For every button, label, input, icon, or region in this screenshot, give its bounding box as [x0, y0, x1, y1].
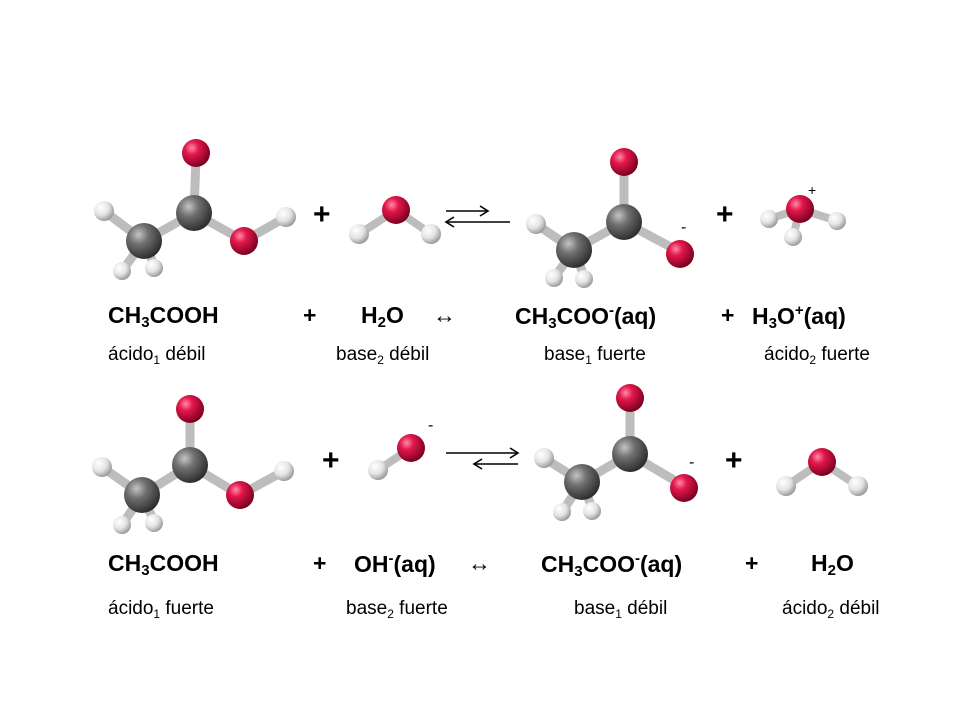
role-label: base2 fuerte: [346, 598, 448, 621]
acetate-molecule-2: [534, 384, 698, 521]
hydroxide-molecule: [368, 434, 425, 480]
formula-acetic-acid: CH3COOH: [108, 550, 219, 579]
formula-plus: +: [745, 550, 759, 576]
charge-plus-label: +: [808, 182, 817, 198]
formula-hydronium: H3O+(aq): [752, 302, 846, 332]
charge-minus-label: -: [681, 219, 687, 236]
formula-plus: +: [303, 302, 317, 328]
equilibrium-symbol: ↔: [433, 302, 456, 328]
plus-sign: +: [322, 444, 340, 477]
role-label: ácido1 fuerte: [108, 598, 214, 621]
acetic-acid-molecule-2: [92, 395, 294, 534]
plus-sign: +: [725, 444, 743, 477]
role-label: base1 débil: [574, 598, 668, 621]
equilibrium-symbol: ↔: [468, 550, 491, 576]
water-molecule-2: [776, 448, 868, 496]
acetic-acid-molecule-1: [94, 139, 296, 280]
role-label: ácido1 débil: [108, 344, 206, 367]
hydronium-molecule: [760, 195, 846, 246]
formula-plus: +: [313, 550, 327, 576]
role-label: base2 débil: [336, 344, 430, 367]
plus-sign: +: [716, 198, 734, 231]
plus-sign: +: [313, 198, 331, 231]
formula-acetic-acid: CH3COOH: [108, 302, 219, 331]
formula-acetate: CH3COO-(aq): [541, 550, 683, 580]
formula-water: H2O: [811, 550, 854, 579]
role-label: ácido2 débil: [782, 598, 880, 621]
charge-minus-label: -: [689, 454, 695, 471]
formula-hydroxide: OH-(aq): [354, 550, 436, 577]
acetate-molecule-1: [526, 148, 694, 288]
water-molecule-1: [349, 196, 441, 244]
charge-minus-label: -: [428, 417, 434, 434]
role-label: ácido2 fuerte: [764, 344, 870, 367]
equilibrium-arrows-1: [444, 205, 510, 228]
role-label: base1 fuerte: [544, 344, 646, 367]
equilibrium-arrows-2: [446, 447, 520, 470]
formula-plus: +: [721, 302, 735, 328]
formula-acetate: CH3COO-(aq): [515, 302, 657, 332]
formula-water: H2O: [361, 302, 404, 331]
